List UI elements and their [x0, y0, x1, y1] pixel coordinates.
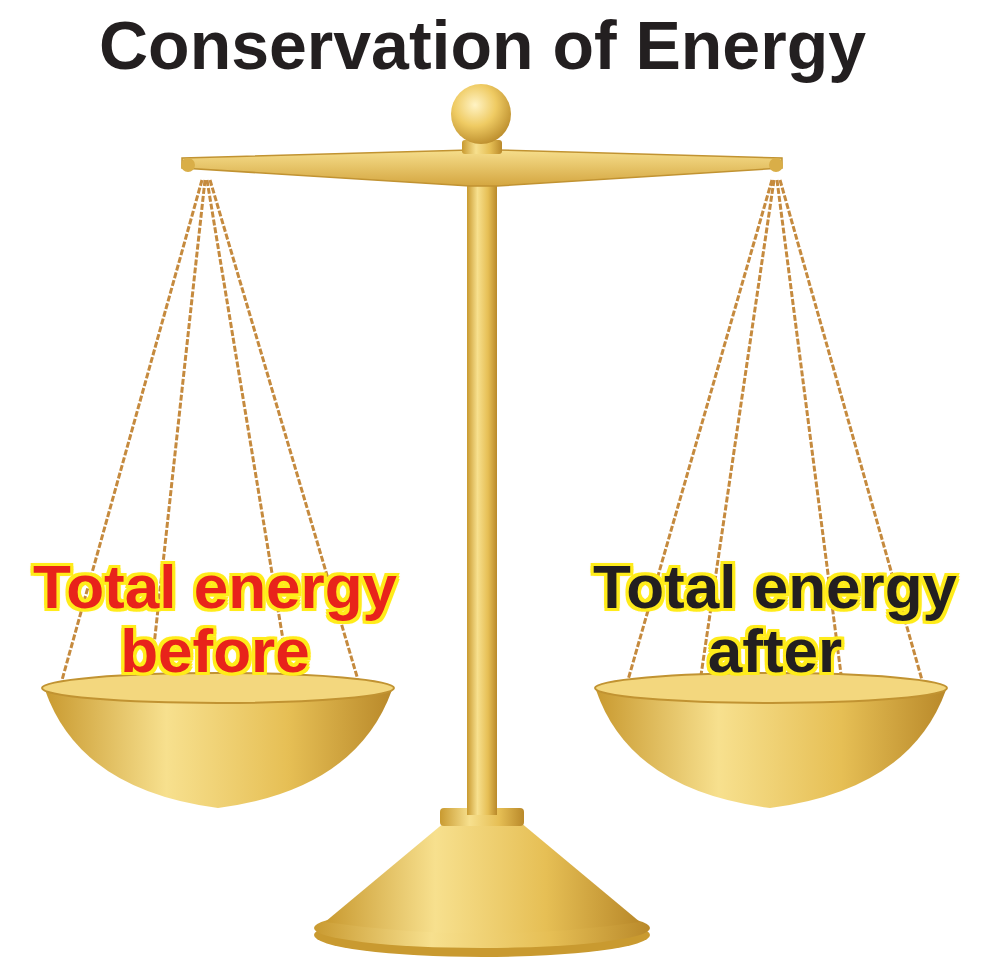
beam: [182, 150, 782, 186]
beam-end: [181, 158, 195, 172]
pan-label: Total energy before: [8, 555, 422, 683]
finial-ball: [451, 84, 511, 144]
base-cone: [325, 822, 640, 934]
beam-end: [769, 158, 783, 172]
pan: [45, 690, 392, 808]
pan-label: Total energy after: [568, 555, 982, 683]
title: Conservation of Energy: [10, 4, 955, 86]
pan: [596, 690, 946, 808]
pole: [467, 150, 497, 815]
